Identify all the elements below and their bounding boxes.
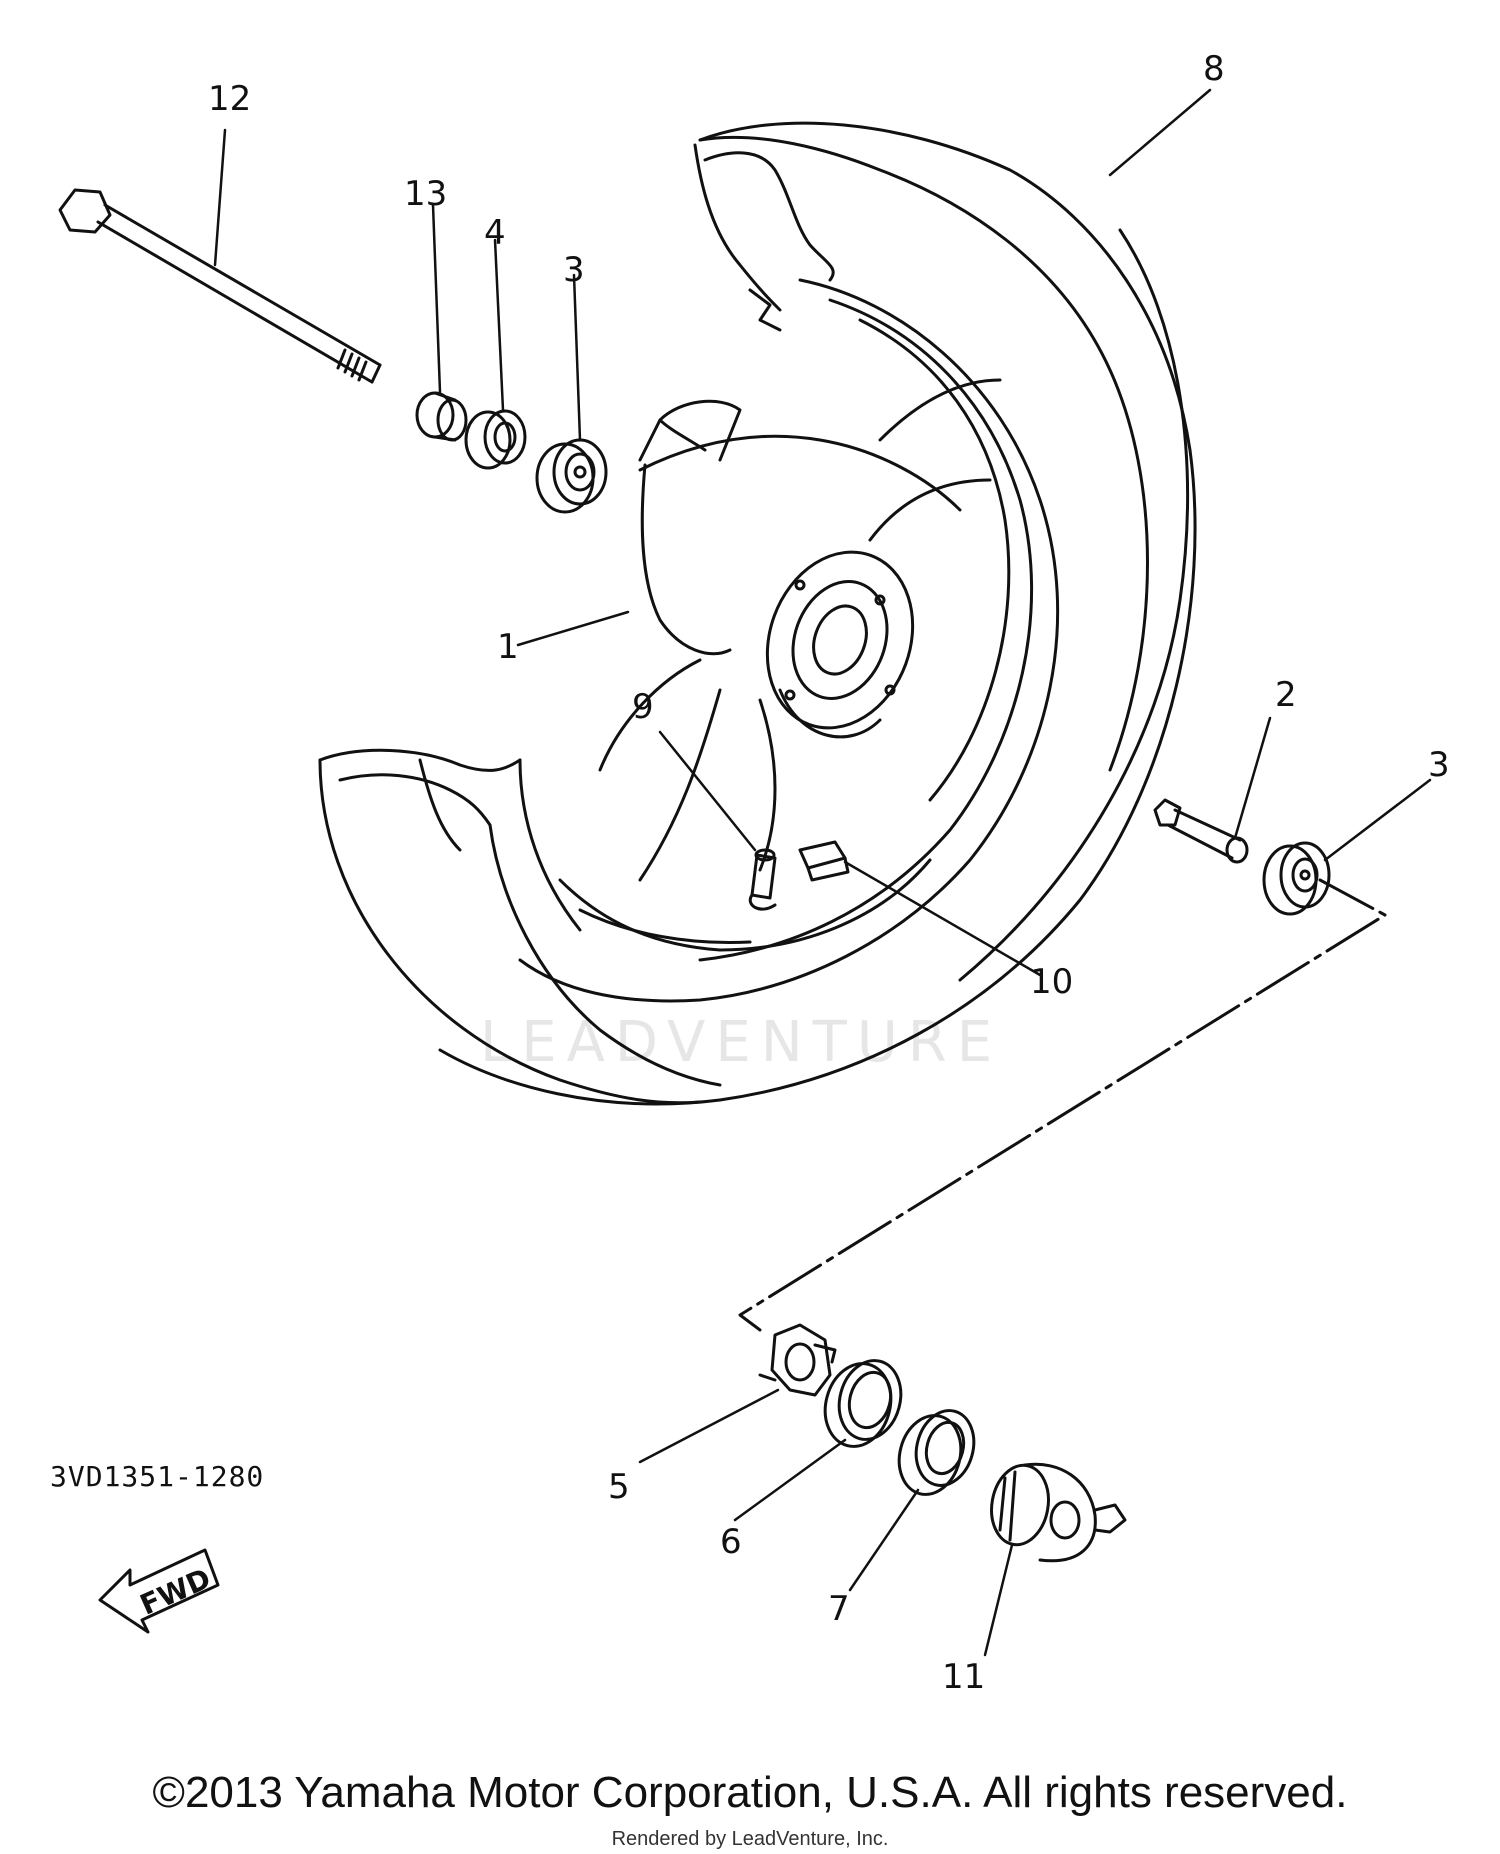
axle-part-12: [58, 188, 382, 384]
tire-part-8: [318, 121, 1197, 1106]
callout-1: 1: [497, 627, 519, 667]
rendered-by-notice: Rendered by LeadVenture, Inc.: [611, 1828, 889, 1850]
valve-part-9: [748, 848, 777, 911]
callout-13: 13: [404, 174, 448, 214]
callout-10: 10: [1030, 962, 1074, 1002]
callout-8: 8: [1203, 49, 1225, 89]
leader-lines: [213, 88, 1432, 1657]
oil-seal-part-6: [823, 1359, 903, 1448]
callout-11: 11: [942, 1657, 986, 1697]
diagram-code: 3VD1351-1280: [50, 1460, 265, 1493]
meter-clutch-part-5: [758, 1323, 837, 1397]
assembly-reference-line: [738, 878, 1387, 1332]
callout-2: 2: [1275, 675, 1297, 715]
weight-part-10: [798, 840, 850, 882]
fwd-arrow-icon: FWD: [98, 1548, 220, 1634]
callout-3-lower: 3: [1428, 745, 1450, 785]
gear-unit-part-11: [990, 1462, 1127, 1563]
oil-seal-part-7: [897, 1409, 976, 1496]
callout-4: 4: [484, 213, 506, 253]
copyright-notice: ©2013 Yamaha Motor Corporation, U.S.A. A…: [152, 1768, 1348, 1817]
callout-9: 9: [632, 687, 654, 727]
bearing-part-3-lower: [1262, 841, 1331, 916]
collar-part-13: [415, 391, 468, 442]
wheel-rim-part-1: [518, 278, 1060, 1003]
fwd-label: FWD: [135, 1562, 215, 1622]
callout-3-upper: 3: [563, 250, 585, 290]
watermark-text: LEADVENTURE: [480, 1010, 1003, 1075]
spacer-part-2: [1153, 798, 1249, 864]
callout-7: 7: [828, 1589, 850, 1629]
oil-seal-part-4: [464, 409, 527, 470]
callout-6: 6: [720, 1522, 742, 1562]
bearing-part-3-upper: [535, 438, 608, 514]
callout-12: 12: [208, 79, 252, 119]
callout-5: 5: [608, 1467, 630, 1507]
